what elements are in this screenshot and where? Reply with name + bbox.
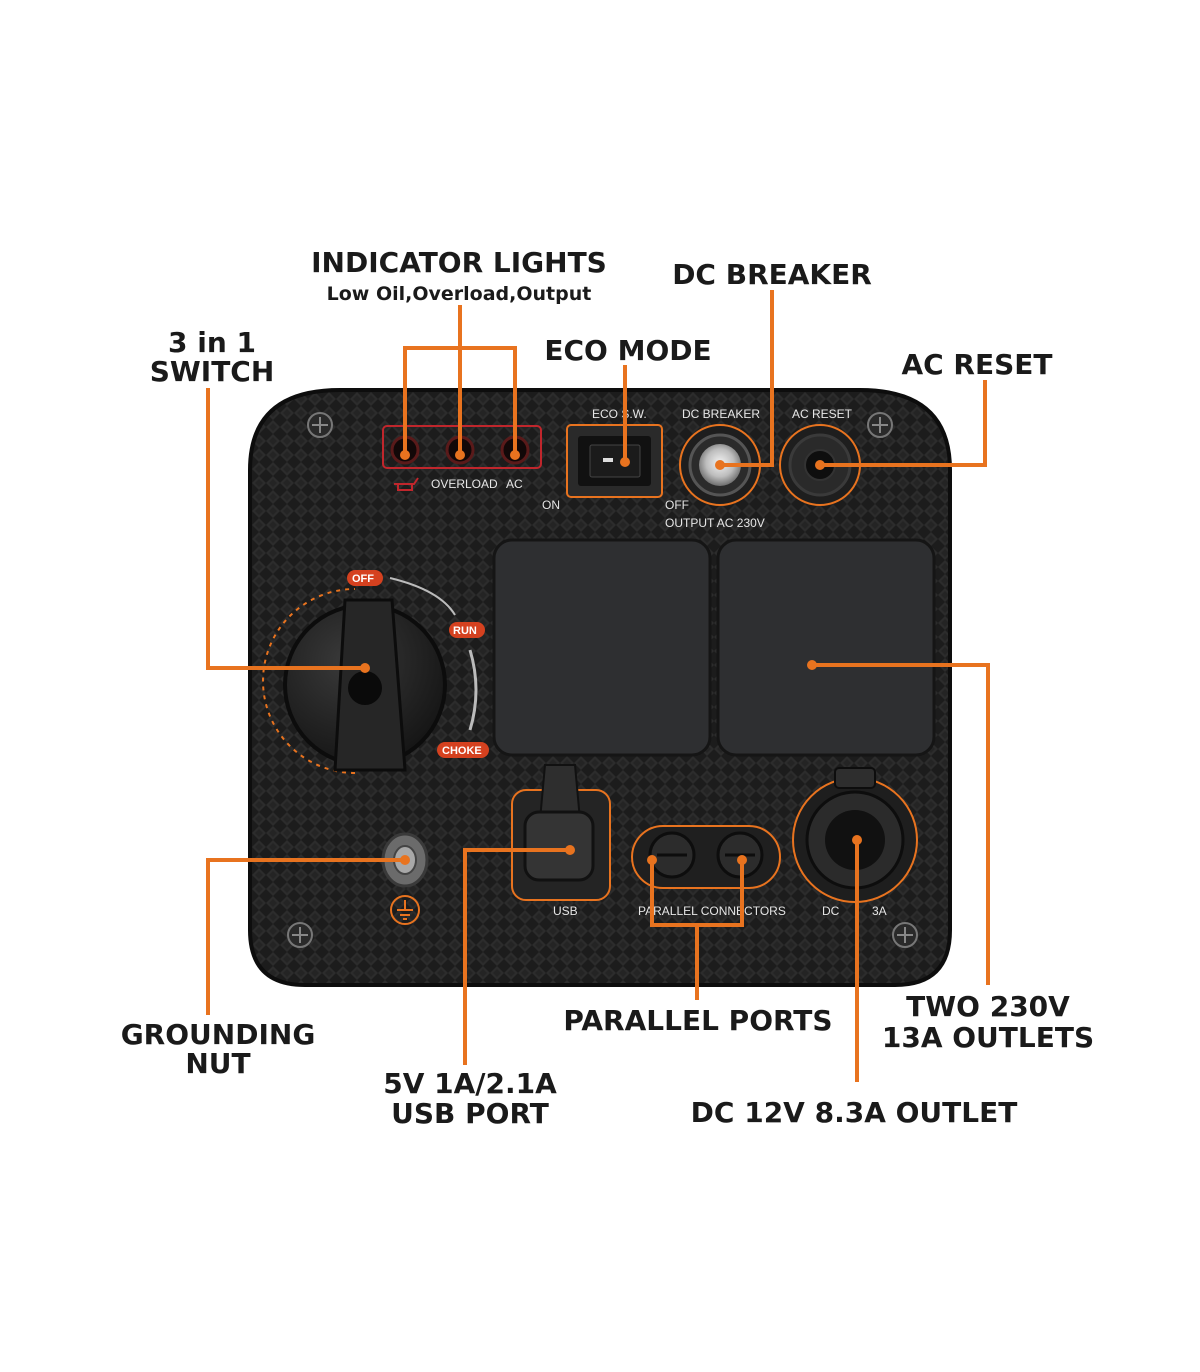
dc-breaker-title: DC BREAKER: [672, 258, 872, 291]
ac-label: AC: [506, 477, 523, 491]
usb-panel-label: USB: [553, 904, 578, 918]
switch-title-line1: 3 in 1: [168, 326, 256, 359]
outlets-title-line1: TWO 230V: [906, 990, 1070, 1023]
switch-title-line2: SWITCH: [150, 355, 275, 388]
knob-off-badge: [347, 570, 383, 586]
knob-choke-label: CHOKE: [442, 745, 482, 757]
eco-on-label: ON: [542, 498, 560, 512]
ac-outlet-cover-right[interactable]: [716, 538, 936, 757]
eco-off-label: OFF: [665, 498, 689, 512]
ac-outlet-cover-left[interactable]: [492, 538, 712, 757]
ac-reset-panel-label: AC RESET: [792, 407, 853, 421]
knob-choke-badge: [437, 742, 489, 758]
parallel-ports-title: PARALLEL PORTS: [563, 1004, 832, 1037]
leader-lines: [206, 290, 990, 1082]
usb-title-line2: USB PORT: [391, 1097, 549, 1130]
dc-outlet-panel-rating: 3A: [872, 904, 887, 918]
eco-switch[interactable]: ECO S.W. ON OFF: [542, 407, 689, 512]
eco-switch-label: ECO S.W.: [592, 407, 647, 421]
eco-mode-title: ECO MODE: [544, 334, 711, 367]
dc-outlet-panel-label: DC: [822, 904, 840, 918]
screw-icon: [307, 412, 333, 438]
generator-control-panel: OVERLOAD AC ECO S.W. ON OFF DC BREAKER A…: [248, 388, 952, 987]
screw-icon: [867, 412, 893, 438]
usb-port[interactable]: USB: [511, 764, 611, 918]
three-in-one-switch[interactable]: OFF RUN CHOKE: [262, 570, 489, 774]
dc-outlet-title: DC 12V 8.3A OUTLET: [691, 1096, 1018, 1129]
grounding-title-line1: GROUNDING: [121, 1018, 316, 1051]
knob-run-badge: [449, 622, 485, 638]
callout-labels: INDICATOR LIGHTS Low Oil,Overload,Output…: [121, 246, 1094, 1130]
overload-label: OVERLOAD: [431, 477, 498, 491]
screw-icon: [287, 922, 313, 948]
oil-can-icon: [394, 477, 419, 491]
output-label: OUTPUT AC 230V: [665, 516, 765, 530]
indicator-lights-subtitle: Low Oil,Overload,Output: [327, 283, 592, 305]
screw-icon: [892, 922, 918, 948]
parallel-connectors[interactable]: PARALLEL CONNECTORS: [631, 825, 786, 918]
ac-reset-title: AC RESET: [901, 348, 1052, 381]
indicator-lights-title: INDICATOR LIGHTS: [311, 246, 607, 279]
usb-title-line1: 5V 1A/2.1A: [383, 1067, 557, 1100]
dc-outlet[interactable]: DC 3A: [792, 767, 918, 918]
grounding-title-line2: NUT: [185, 1047, 250, 1080]
parallel-connectors-label: PARALLEL CONNECTORS: [638, 904, 786, 918]
outlets-title-line2: 13A OUTLETS: [882, 1021, 1094, 1054]
knob-off-label: OFF: [352, 573, 374, 585]
knob-run-label: RUN: [453, 625, 477, 637]
ground-symbol-icon: [390, 895, 420, 925]
dc-breaker-panel-label: DC BREAKER: [682, 407, 760, 421]
